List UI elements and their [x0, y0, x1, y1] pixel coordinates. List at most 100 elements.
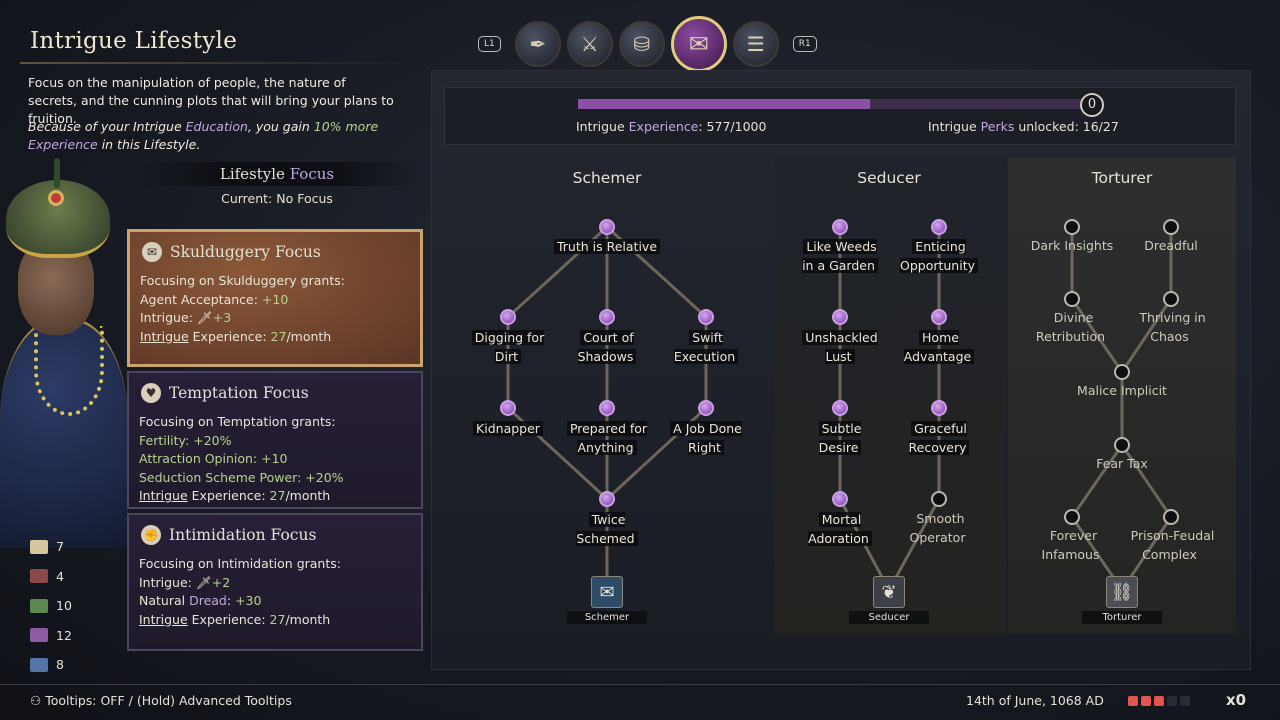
experience-text: Intrigue Experience: 577/1000: [576, 119, 767, 134]
focus-card-temptation[interactable]: ♥Temptation Focus Focusing on Temptation…: [127, 371, 423, 509]
game-speed-indicator[interactable]: [1128, 696, 1190, 706]
skill-row[interactable]: 7: [30, 532, 72, 562]
tab-diplomacy[interactable]: ✒: [514, 21, 561, 67]
perk-divine-retribution[interactable]: Divine Retribution: [1035, 310, 1106, 344]
perk-enticing-opportunity[interactable]: Enticing Opportunity: [897, 238, 981, 275]
skill-row[interactable]: 4: [30, 562, 72, 592]
book-icon: [30, 657, 48, 672]
tree-name-seducer: Seducer: [849, 611, 929, 624]
skill-row[interactable]: 10: [30, 591, 72, 621]
character-portrait[interactable]: [0, 150, 130, 548]
current-focus: Current: No Focus: [221, 191, 333, 206]
perk-smooth-operator[interactable]: Smooth Operator: [909, 511, 966, 545]
perk-kidnapper[interactable]: Kidnapper: [453, 420, 563, 439]
perk-node-subtle-desire[interactable]: [832, 400, 848, 416]
perk-malice-implicit[interactable]: Malice Implicit: [1077, 383, 1167, 398]
perk-thriving-in-chaos[interactable]: Thriving in Chaos: [1139, 310, 1206, 344]
perk-node-a-job-done-right[interactable]: [698, 400, 714, 416]
tooltips-toggle[interactable]: ⚇ Tooltips: OFF / (Hold) Advanced Toolti…: [30, 693, 292, 708]
skill-row[interactable]: 8: [30, 650, 72, 680]
perk-subtle-desire[interactable]: Subtle Desire: [818, 421, 862, 455]
perk-node-truth-is-relative[interactable]: [599, 219, 615, 235]
skill-value: 8: [56, 657, 64, 673]
scroll-quill-icon: ✒: [529, 32, 547, 56]
perk-digging-for-dirt[interactable]: Digging for Dirt: [470, 329, 546, 366]
perk-node-dark-insights[interactable]: [1064, 219, 1080, 235]
card-title: Intimidation Focus: [169, 526, 317, 544]
perk-node-twice-schemed[interactable]: [599, 491, 615, 507]
books-icon: ☰: [746, 32, 765, 56]
perk-home-advantage[interactable]: Home Advantage: [897, 329, 981, 366]
perk-like-weeds-in-a-garden[interactable]: Like Weeds in a Garden: [802, 239, 878, 273]
perk-node-digging-for-dirt[interactable]: [500, 309, 516, 325]
perk-node-thriving-in-chaos[interactable]: [1163, 291, 1179, 307]
prev-tab-hint[interactable]: L1: [478, 36, 501, 52]
crossed-swords-icon: [30, 569, 48, 584]
perk-court-of-shadows[interactable]: Court of Shadows: [569, 329, 645, 366]
perk-twice-schemed[interactable]: Twice Schemed: [572, 511, 642, 548]
perk-dreadful[interactable]: Dreadful: [1144, 238, 1198, 253]
perk-node-divine-retribution[interactable]: [1064, 291, 1080, 307]
seducer-column-bg: [774, 158, 1006, 634]
card-experience: Intrigue Experience: 27/month: [139, 611, 331, 627]
speed-pip: [1180, 696, 1190, 706]
perk-forever-infamous[interactable]: Forever Infamous: [1041, 528, 1100, 562]
perk-dark-insights[interactable]: Dark Insights: [1030, 238, 1114, 253]
torturer-tree-icon: ⛓: [1106, 576, 1138, 608]
speed-pip: [1167, 696, 1177, 706]
fist-icon: ✊: [141, 525, 161, 545]
perk-truth-is-relative[interactable]: Truth is Relative: [552, 238, 662, 257]
card-modifier: Intrigue: 🗡+3: [140, 310, 232, 325]
perk-mortal-adoration[interactable]: Mortal Adoration: [802, 511, 878, 548]
card-modifier: Attraction Opinion: +10: [139, 451, 288, 466]
experience-bar-fill: [578, 99, 870, 109]
perk-swift-execution[interactable]: Swift Execution: [668, 329, 744, 366]
perk-node-like-weeds-in-a-garden[interactable]: [832, 219, 848, 235]
perk-node-prison-feudal-complex[interactable]: [1163, 509, 1179, 525]
scroll-icon: [30, 539, 48, 554]
perk-node-court-of-shadows[interactable]: [599, 309, 615, 325]
perk-node-home-advantage[interactable]: [931, 309, 947, 325]
perk-node-malice-implicit[interactable]: [1114, 364, 1130, 380]
focus-card-skulduggery[interactable]: ✉Skulduggery Focus Focusing on Skuldugge…: [127, 229, 423, 367]
skill-value: 7: [56, 539, 64, 555]
perk-node-graceful-recovery[interactable]: [931, 400, 947, 416]
perk-node-dreadful[interactable]: [1163, 219, 1179, 235]
perk-node-smooth-operator[interactable]: [931, 491, 947, 507]
perk-prepared-for-anything[interactable]: Prepared for Anything: [562, 420, 652, 457]
perk-node-unshackled-lust[interactable]: [832, 309, 848, 325]
perk-prison-feudal-complex[interactable]: Prison-Feudal Complex: [1130, 528, 1215, 562]
perk-node-forever-infamous[interactable]: [1064, 509, 1080, 525]
education-link[interactable]: Education: [185, 119, 248, 134]
perk-graceful-recovery[interactable]: Graceful Recovery: [904, 420, 974, 457]
perk-node-kidnapper[interactable]: [500, 400, 516, 416]
perk-node-mortal-adoration[interactable]: [832, 491, 848, 507]
experience-bar: [578, 99, 1084, 109]
skulduggery-icon: ✉: [142, 242, 162, 262]
next-tab-hint[interactable]: R1: [792, 36, 817, 52]
tree-title-seducer: Seducer: [857, 169, 921, 187]
tab-stewardship[interactable]: ⛁: [618, 21, 665, 67]
perk-node-enticing-opportunity[interactable]: [931, 219, 947, 235]
lifestyle-tabs: L1 ✒ ⚔ ⛁ ✉ ☰ R1: [470, 16, 825, 72]
perk-points: 0: [1080, 93, 1104, 117]
skill-row[interactable]: 12: [30, 621, 72, 651]
tab-intrigue[interactable]: ✉: [670, 16, 727, 72]
card-grants: Focusing on Intimidation grants:: [139, 556, 341, 571]
perk-node-swift-execution[interactable]: [698, 309, 714, 325]
focus-card-intimidation[interactable]: ✊ Intimidation Focus Focusing on Intimida…: [127, 513, 423, 651]
perk-node-fear-tax[interactable]: [1114, 437, 1130, 453]
seducer-tree-icon: ❦: [873, 576, 905, 608]
tree-name-schemer: Schemer: [567, 611, 647, 624]
tree-title-torturer: Torturer: [1091, 169, 1153, 187]
lifestyle-description: Focus on the manipulation of people, the…: [28, 75, 394, 126]
perk-a-job-done-right[interactable]: A Job Done Right: [661, 420, 751, 457]
tab-martial[interactable]: ⚔: [566, 21, 613, 67]
tab-learning[interactable]: ☰: [732, 21, 779, 67]
perk-fear-tax[interactable]: Fear Tax: [1096, 456, 1148, 471]
perk-unshackled-lust[interactable]: Unshackled Lust: [798, 329, 882, 366]
speed-pip: [1154, 696, 1164, 706]
portrait-necklace: [34, 326, 104, 416]
perk-node-prepared-for-anything[interactable]: [599, 400, 615, 416]
